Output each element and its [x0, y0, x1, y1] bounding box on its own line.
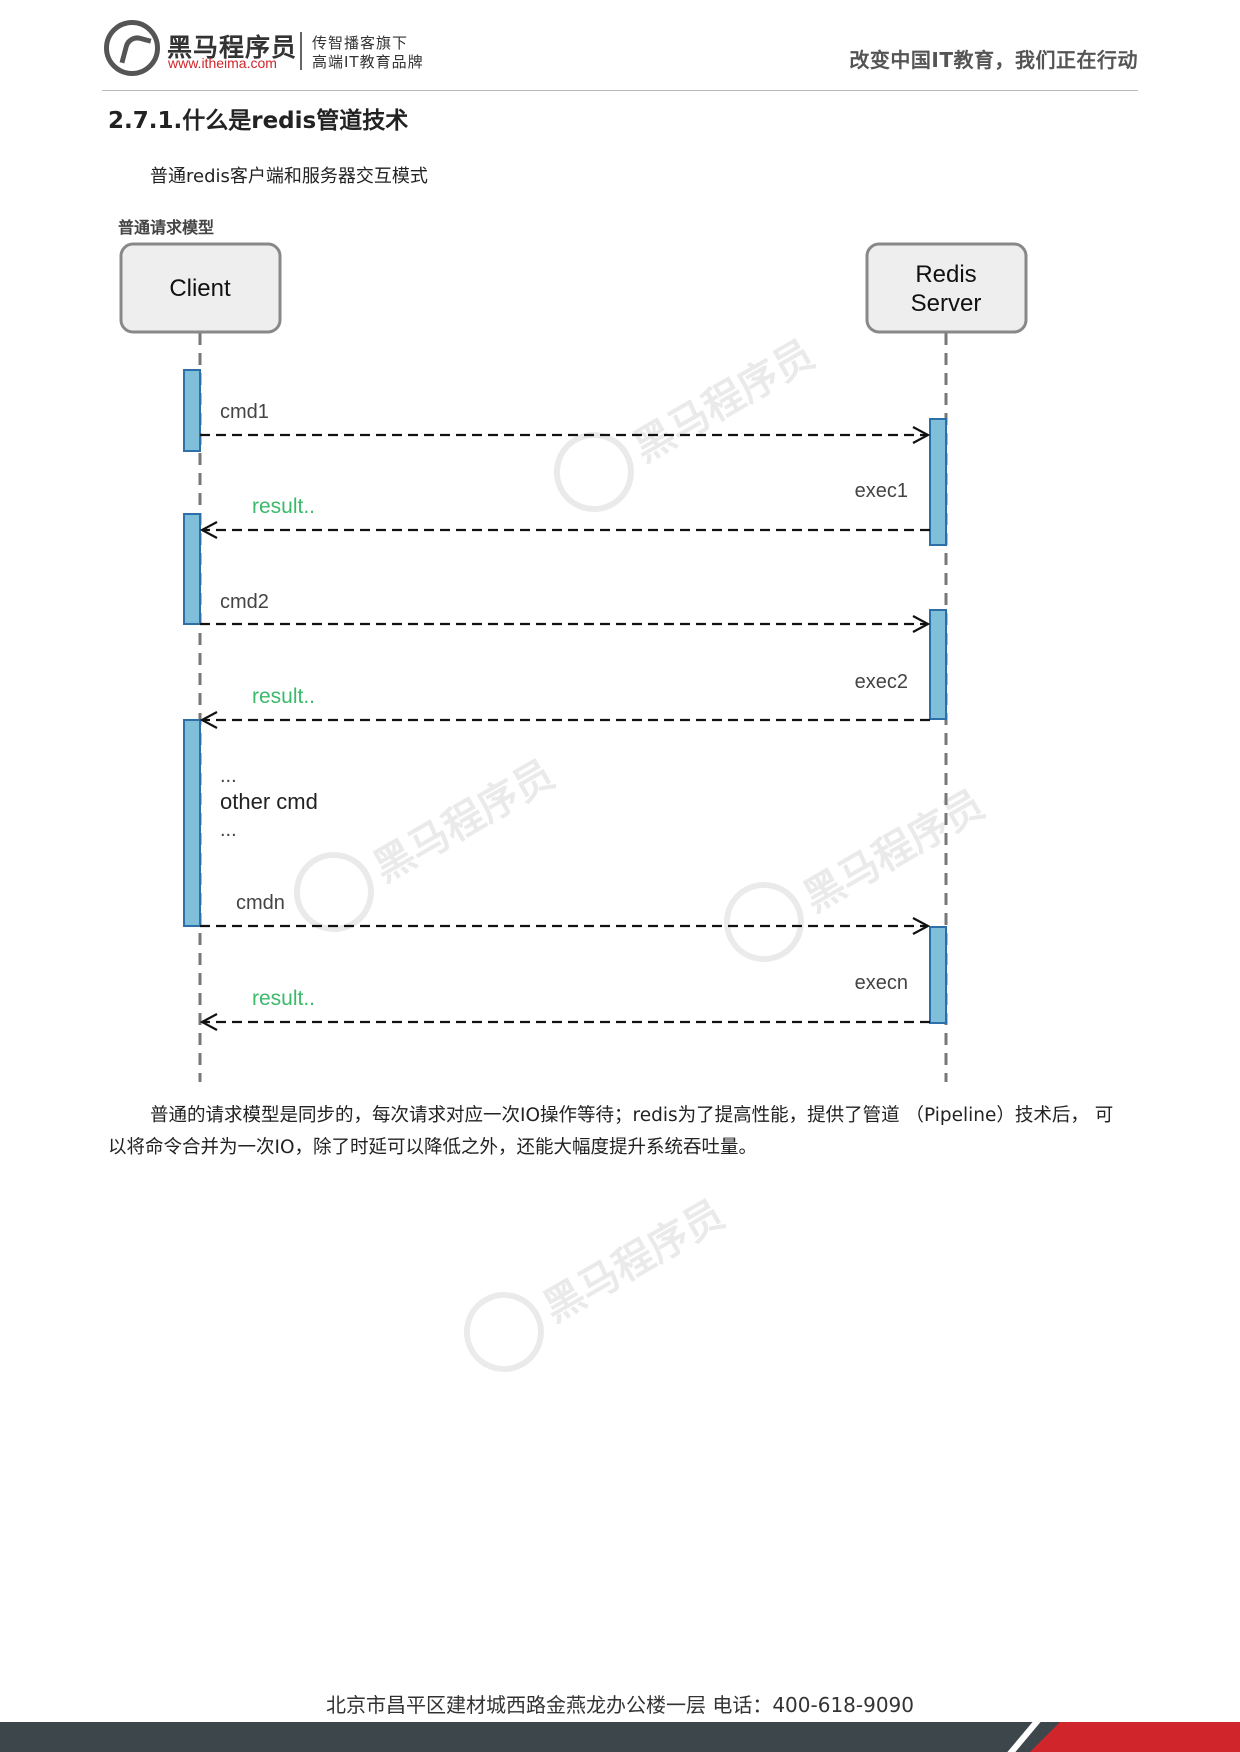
conclusion-paragraph: 普通的请求模型是同步的，每次请求对应一次IO操作等待；redis为了提高性能，提…	[108, 1105, 1114, 1158]
intro-paragraph: 普通redis客户端和服务器交互模式	[150, 166, 428, 187]
watermark-logo: 黑马程序员	[449, 1173, 738, 1387]
client-box	[119, 242, 282, 334]
exec1-label: exec1	[855, 480, 908, 502]
result1-label: result..	[252, 495, 315, 518]
logo-name: 黑马程序员	[167, 33, 298, 62]
header-slogan: 改变中国IT教育，我们正在行动	[849, 48, 1138, 72]
section-title: 2.7.1.什么是redis管道技术	[108, 108, 409, 134]
client-label: Client	[169, 275, 231, 302]
client-activation	[183, 513, 201, 625]
page-header: 黑马程序员 www.itheima.com 传智播客旗下 高端IT教育品牌 改变…	[0, 0, 1240, 92]
sequence-diagram: Client Redis Server cmd1 exec1 result.. …	[119, 242, 1028, 1082]
server-box	[865, 242, 1028, 334]
footer-address: 北京市昌平区建材城西路金燕龙办公楼一层 电话：400-618-9090	[325, 1693, 915, 1717]
cmd2-label: cmd2	[220, 591, 269, 613]
footer-accent	[1030, 1722, 1240, 1752]
exec2-label: exec2	[855, 671, 908, 693]
ellipsis-label: ...	[220, 819, 237, 841]
client-activation	[183, 369, 201, 452]
cmd1-label: cmd1	[220, 401, 269, 423]
header-divider	[102, 90, 1138, 91]
server-activation	[929, 609, 947, 720]
diagram-label: 普通请求模型	[118, 218, 215, 237]
server-activation	[929, 926, 947, 1024]
result3-label: result..	[252, 987, 315, 1010]
horse-logo-icon	[104, 20, 160, 76]
server-activation	[929, 418, 947, 546]
execn-label: execn	[855, 972, 908, 994]
client-activation	[183, 719, 201, 927]
logo-url: www.itheima.com	[168, 55, 277, 71]
cmdn-label: cmdn	[236, 892, 285, 914]
server-label-line2: Server	[911, 290, 982, 317]
server-label-line1: Redis	[915, 261, 976, 288]
logo-divider	[300, 32, 302, 70]
slogan-line1: 传智播客旗下	[312, 34, 409, 52]
slogan-line2: 高端IT教育品牌	[312, 53, 424, 71]
result2-label: result..	[252, 685, 315, 708]
other-cmd-label: other cmd	[220, 789, 318, 814]
ellipsis-label: ...	[220, 765, 237, 787]
